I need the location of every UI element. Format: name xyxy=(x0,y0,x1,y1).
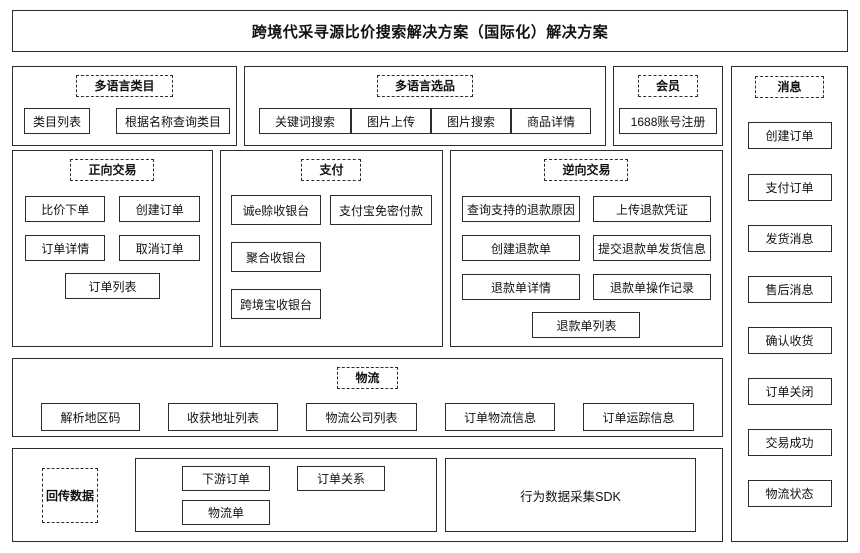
node-refund-reasons-query: 查询支持的退款原因 xyxy=(461,196,580,223)
node-image-search: 图片搜索 xyxy=(431,108,512,135)
node-order-logistics-info: 订单物流信息 xyxy=(444,403,555,432)
node-image-upload: 图片上传 xyxy=(351,108,432,135)
section-callback-data: 回传数据 下游订单 订单关系 物流单 行为数据采集SDK xyxy=(12,448,723,542)
section-member-items: 1688账号注册 xyxy=(614,108,722,135)
node-create-order: 创建订单 xyxy=(119,196,200,223)
node-create-refund: 创建退款单 xyxy=(461,235,580,262)
node-category-list: 类目列表 xyxy=(24,108,91,135)
node-query-category-by-name: 根据名称查询类目 xyxy=(116,108,231,135)
node-alipay-nopwd-pay: 支付宝免密付款 xyxy=(329,195,432,226)
msg-node-aftersale-message: 售后消息 xyxy=(747,275,832,303)
node-behavior-data-sdk: 行为数据采集SDK xyxy=(445,458,696,532)
section-reverse-trade: 逆向交易 查询支持的退款原因 上传退款凭证 创建退款单 提交退款单发货信息 退款… xyxy=(449,150,723,347)
section-multilang-category-label: 多语言类目 xyxy=(76,75,173,98)
node-upload-refund-voucher: 上传退款凭证 xyxy=(592,196,711,223)
section-logistics-items: 解析地区码 收获地址列表 物流公司列表 订单物流信息 订单运踪信息 xyxy=(13,403,722,432)
msg-node-logistics-status: 物流状态 xyxy=(747,479,832,507)
row-trade-sections: 正向交易 比价下单 创建订单 订单详情 取消订单 订单列表 支付 诚e赊收银台 … xyxy=(12,150,723,347)
node-keyword-search: 关键词搜索 xyxy=(259,108,352,135)
msg-node-create-order: 创建订单 xyxy=(747,122,832,150)
section-payment: 支付 诚e赊收银台 支付宝免密付款 聚合收银台 跨境宝收银台 xyxy=(219,150,443,347)
section-member-label: 会员 xyxy=(638,75,699,98)
row-callback: 回传数据 下游订单 订单关系 物流单 行为数据采集SDK xyxy=(12,448,723,542)
section-messages: 消息 创建订单 支付订单 发货消息 售后消息 确认收货 订单关闭 交易成功 物流… xyxy=(731,66,848,542)
section-callback-label-box: 回传数据 xyxy=(42,467,98,523)
section-reverse-trade-label: 逆向交易 xyxy=(544,159,629,182)
node-refund-operation-log: 退款单操作记录 xyxy=(592,274,711,301)
node-parse-area-code: 解析地区码 xyxy=(41,403,140,432)
node-order-list: 订单列表 xyxy=(64,273,160,300)
section-payment-label: 支付 xyxy=(301,159,362,182)
section-messages-label: 消息 xyxy=(755,76,824,99)
section-multilang-category-items: 类目列表 根据名称查询类目 xyxy=(13,108,236,135)
row-logistics: 物流 解析地区码 收获地址列表 物流公司列表 订单物流信息 订单运踪信息 xyxy=(12,358,723,437)
msg-node-trade-success: 交易成功 xyxy=(747,428,832,456)
section-forward-trade: 正向交易 比价下单 创建订单 订单详情 取消订单 订单列表 xyxy=(12,150,213,347)
node-logistics-company-list: 物流公司列表 xyxy=(306,403,417,432)
node-product-detail: 商品详情 xyxy=(511,108,592,135)
section-callback-label: 回传数据 xyxy=(45,488,94,503)
msg-node-order-close: 订单关闭 xyxy=(747,377,832,405)
node-receive-address-list: 收获地址列表 xyxy=(167,403,278,432)
section-forward-trade-label: 正向交易 xyxy=(70,159,155,182)
node-compare-price-order: 比价下单 xyxy=(25,196,106,223)
node-logistics-order: 物流单 xyxy=(182,500,270,525)
diagram-title-box: 跨境代采寻源比价搜索解决方案（国际化）解决方案 xyxy=(12,10,848,52)
diagram-left-area: 多语言类目 类目列表 根据名称查询类目 多语言选品 关键词搜索 图片上传 图片搜… xyxy=(12,66,723,542)
msg-node-confirm-receipt: 确认收货 xyxy=(747,326,832,354)
node-downstream-order: 下游订单 xyxy=(182,466,270,491)
section-reverse-trade-items: 查询支持的退款原因 上传退款凭证 创建退款单 提交退款单发货信息 退款单详情 退… xyxy=(451,196,722,301)
diagram-title: 跨境代采寻源比价搜索解决方案（国际化）解决方案 xyxy=(251,23,609,41)
row-top-sections: 多语言类目 类目列表 根据名称查询类目 多语言选品 关键词搜索 图片上传 图片搜… xyxy=(12,66,723,146)
section-payment-items: 诚e赊收银台 支付宝免密付款 聚合收银台 跨境宝收银台 xyxy=(221,195,442,320)
section-forward-trade-items: 比价下单 创建订单 订单详情 取消订单 xyxy=(13,196,212,262)
diagram-body: 多语言类目 类目列表 根据名称查询类目 多语言选品 关键词搜索 图片上传 图片搜… xyxy=(12,66,848,542)
section-logistics: 物流 解析地区码 收获地址列表 物流公司列表 订单物流信息 订单运踪信息 xyxy=(12,358,723,437)
callback-order-group: 下游订单 订单关系 物流单 xyxy=(135,458,437,532)
section-messages-items: 创建订单 支付订单 发货消息 售后消息 确认收货 订单关闭 交易成功 物流状态 xyxy=(732,98,847,531)
section-multilang-selection-items: 关键词搜索 图片上传 图片搜索 商品详情 xyxy=(245,108,605,135)
node-juhe-cashier: 聚合收银台 xyxy=(230,242,321,273)
node-chengeshe-cashier: 诚e赊收银台 xyxy=(230,195,321,226)
msg-node-pay-order: 支付订单 xyxy=(747,173,832,201)
node-kuajingbao-cashier: 跨境宝收银台 xyxy=(230,289,321,320)
node-refund-detail: 退款单详情 xyxy=(461,274,580,301)
section-member: 会员 1688账号注册 xyxy=(613,66,723,146)
node-order-detail: 订单详情 xyxy=(25,235,106,262)
node-refund-list: 退款单列表 xyxy=(532,312,641,339)
node-submit-refund-shipping-info: 提交退款单发货信息 xyxy=(592,235,711,262)
section-logistics-label: 物流 xyxy=(337,367,398,390)
node-cancel-order: 取消订单 xyxy=(119,235,200,262)
section-multilang-selection: 多语言选品 关键词搜索 图片上传 图片搜索 商品详情 xyxy=(244,66,607,146)
section-multilang-category: 多语言类目 类目列表 根据名称查询类目 xyxy=(12,66,237,146)
node-order-relation: 订单关系 xyxy=(297,466,385,491)
section-multilang-selection-label: 多语言选品 xyxy=(377,75,474,98)
node-1688-account-register: 1688账号注册 xyxy=(618,108,718,135)
node-order-tracking-info: 订单运踪信息 xyxy=(583,403,694,432)
msg-node-ship-message: 发货消息 xyxy=(747,224,832,252)
